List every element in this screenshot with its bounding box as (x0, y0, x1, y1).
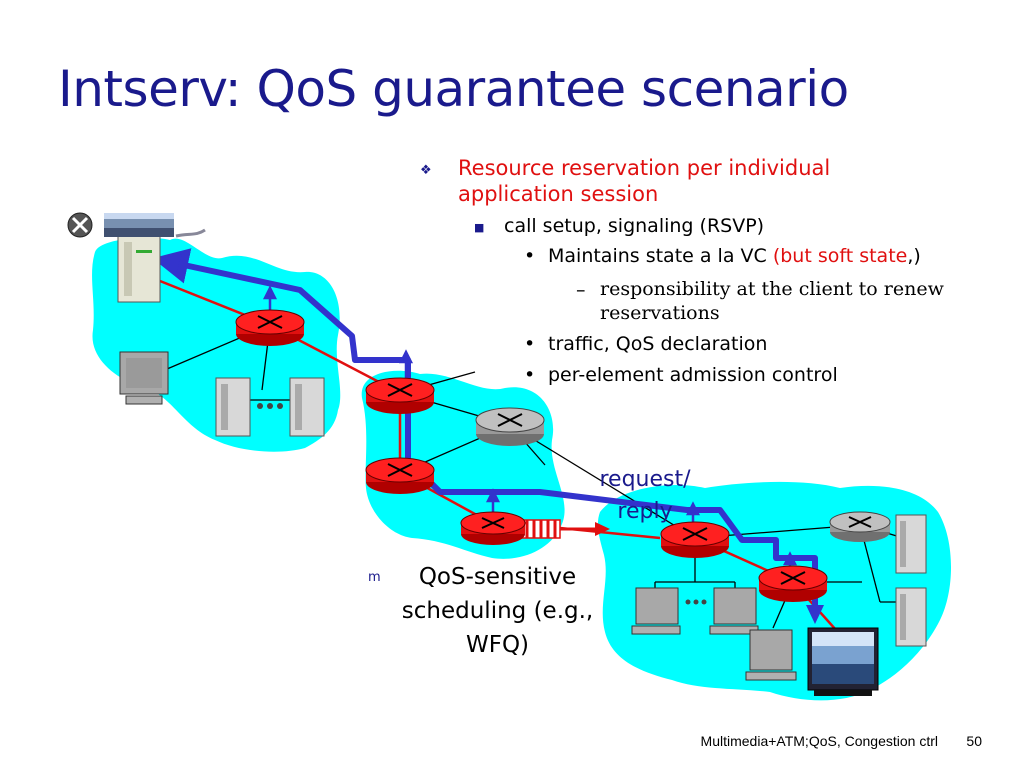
workstation-icon (709, 587, 759, 635)
router-icon (365, 377, 435, 414)
workstation-icon (631, 587, 681, 635)
bullet-maintains-state: Maintains state a la VC (but soft state,… (548, 245, 921, 267)
router-icon (235, 309, 305, 346)
dot-bullet-icon: • (524, 333, 536, 355)
server-icon (215, 377, 251, 437)
router-icon (660, 521, 730, 558)
bullet-marker: m (368, 570, 381, 585)
signaling-path (152, 248, 818, 612)
server-icon (895, 587, 927, 647)
router-icon (758, 565, 828, 602)
page-number: 50 (966, 733, 982, 749)
router-icon (460, 511, 526, 545)
request-reply-label: request/ reply (580, 464, 710, 528)
video-player-icon (67, 212, 206, 238)
bullet-line: application session (458, 182, 659, 206)
label-line: WFQ) (465, 632, 530, 658)
qos-scheduling-label: QoS-sensitive scheduling (e.g., WFQ) (385, 560, 610, 662)
ellipsis-icon (257, 403, 283, 409)
bullet-text: Maintains state a la VC (548, 245, 773, 267)
workstation-icon (745, 629, 797, 681)
server-icon (117, 235, 161, 303)
bullet-resource-reservation: Resource reservation per individual appl… (458, 155, 830, 207)
dash-bullet-icon: – (576, 279, 586, 301)
signal-arrowhead-receiver (806, 605, 824, 624)
dot-bullet-icon: • (524, 245, 536, 267)
bullet-text: ,) (907, 245, 921, 267)
workstation-icon (119, 351, 169, 405)
bullet-line: Resource reservation per individual (458, 156, 831, 180)
slide-title: Intserv: QoS guarantee scenario (58, 60, 849, 118)
bullet-line: reservations (600, 302, 720, 324)
square-bullet-icon: ■ (474, 221, 485, 234)
bullet-line: responsibility at the client to renew (600, 278, 944, 300)
output-queue (519, 519, 610, 539)
label-line: QoS-sensitive (418, 564, 577, 590)
signal-arrowhead-client (162, 254, 182, 274)
router-icon-idle (829, 511, 891, 542)
bullet-responsibility: responsibility at the client to renew re… (600, 277, 944, 325)
label-line: request/ (599, 467, 691, 492)
diamond-bullet-icon: ❖ (420, 163, 432, 178)
router-icon (365, 457, 435, 494)
server-icon (895, 514, 927, 574)
ellipsis-icon (685, 599, 707, 605)
server-icon (289, 377, 325, 437)
dot-bullet-icon: • (524, 364, 536, 386)
footer-text: Multimedia+ATM;QoS, Congestion ctrl (700, 733, 938, 749)
video-monitor-icon (807, 627, 879, 696)
bullet-call-setup: call setup, signaling (RSVP) (504, 215, 765, 237)
bullet-traffic-qos: traffic, QoS declaration (548, 333, 768, 355)
label-line: scheduling (e.g., (401, 598, 594, 624)
bullet-admission-control: per-element admission control (548, 364, 838, 386)
bullet-highlight-text: (but soft state (772, 245, 908, 267)
label-line: reply (617, 499, 673, 524)
router-icon-idle (475, 407, 545, 446)
